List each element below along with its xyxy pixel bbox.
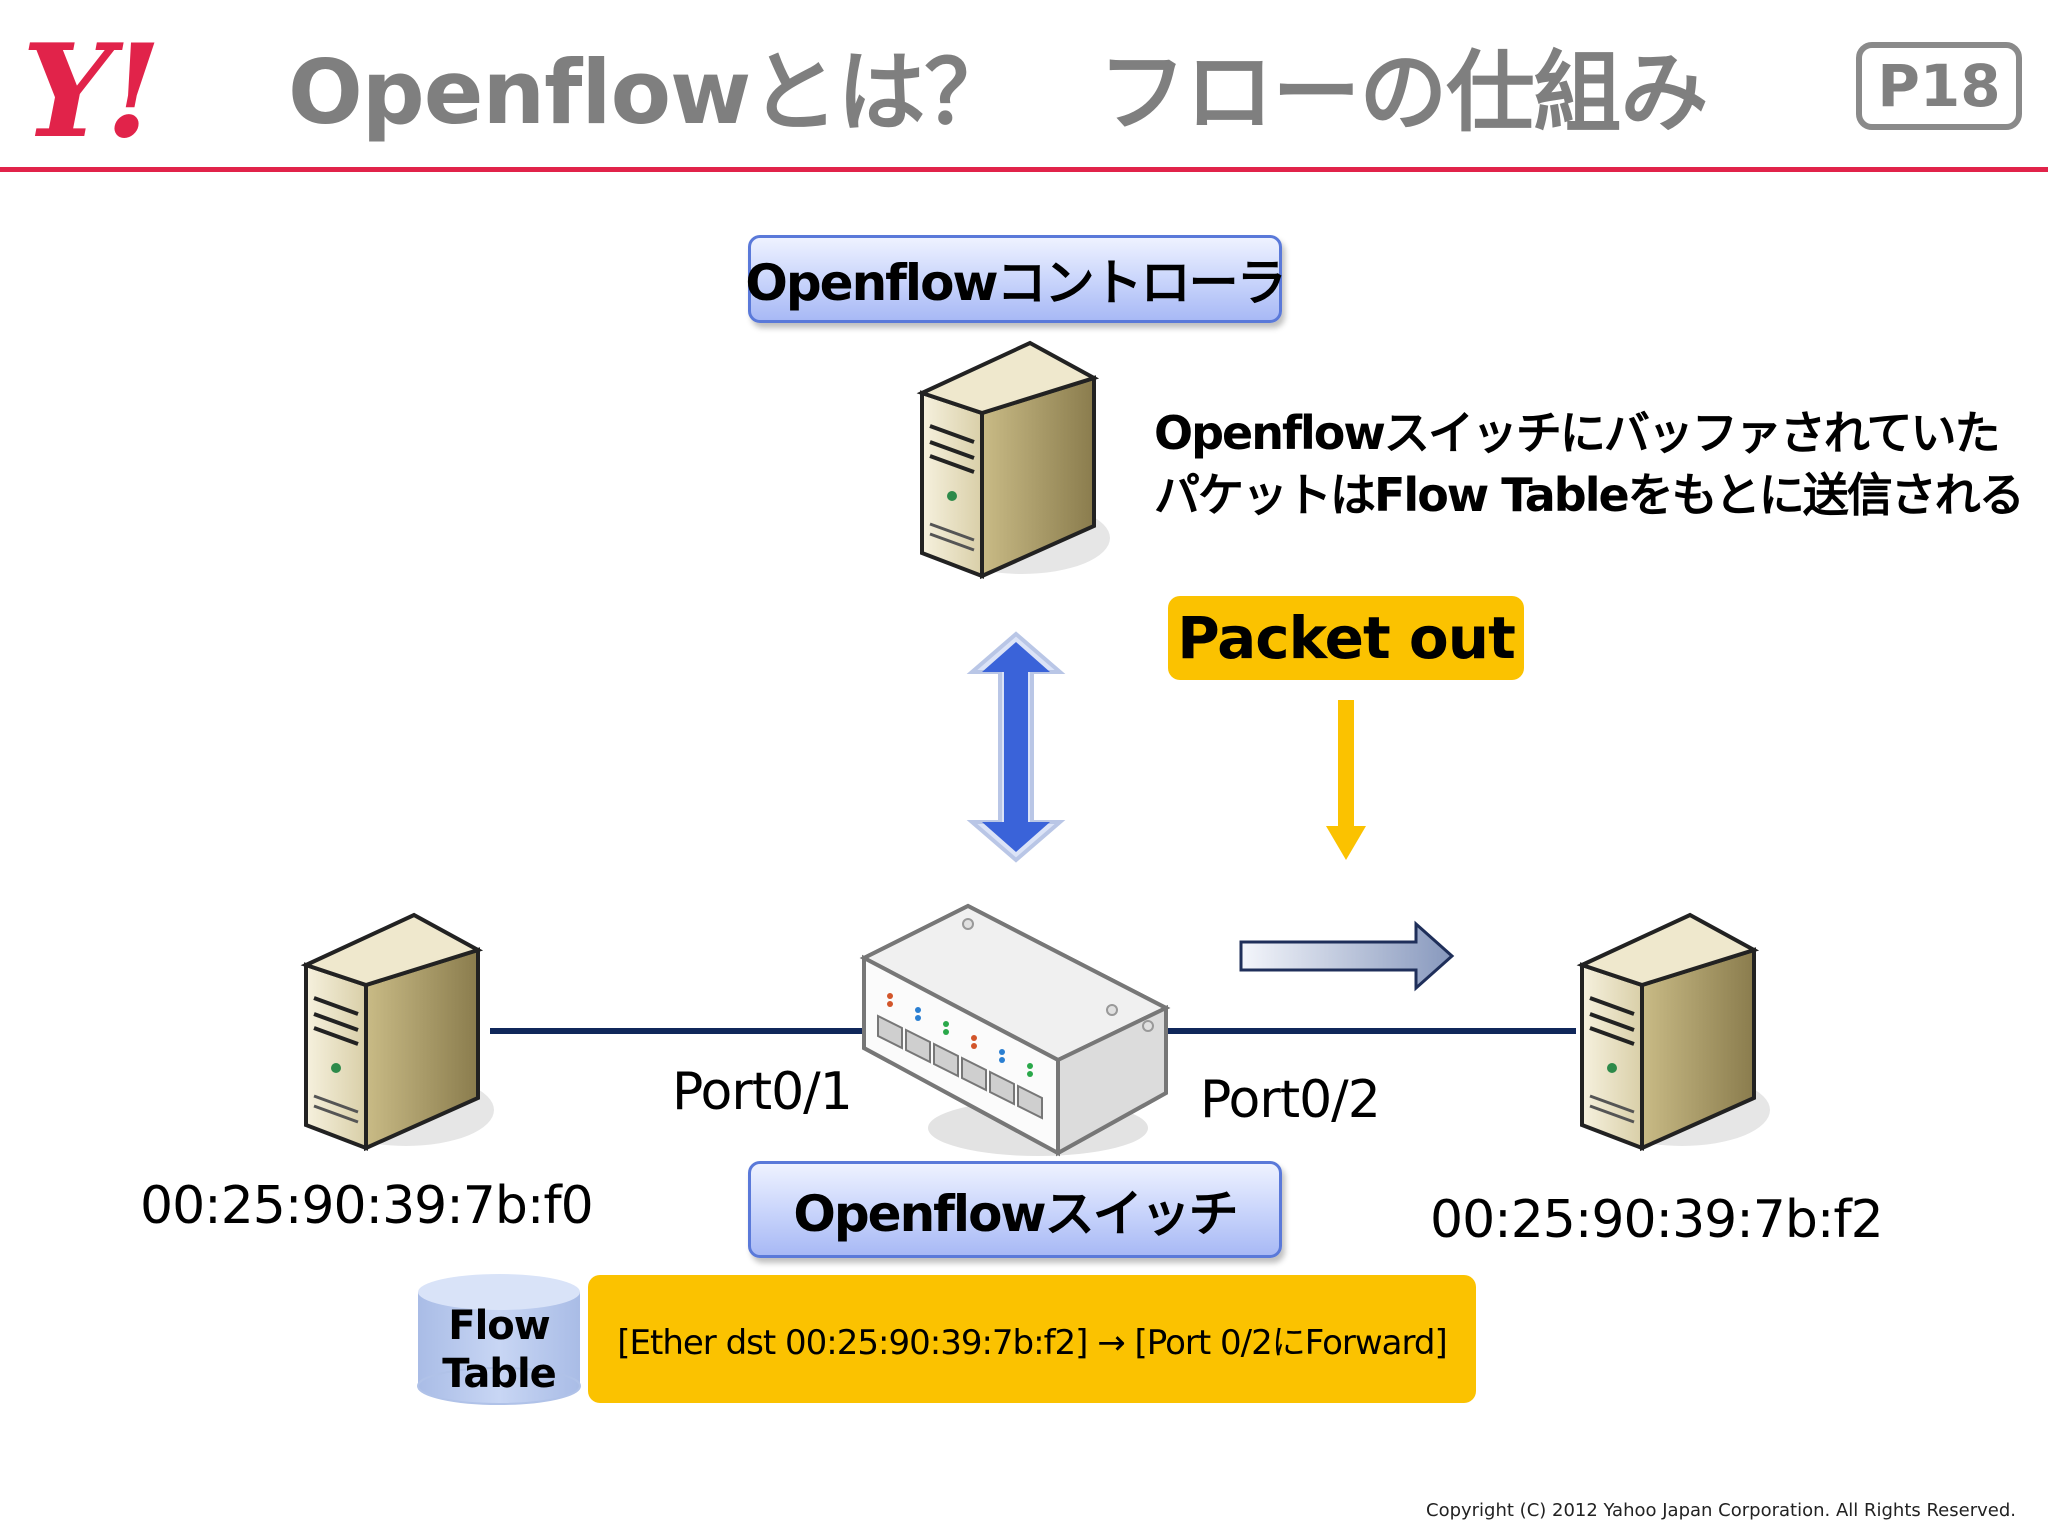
port-left-label: Port0/1: [672, 1062, 853, 1122]
packet-out-arrow-icon: [1326, 700, 1366, 860]
switch-label-box: Openflowスイッチ: [748, 1161, 1282, 1258]
page-title: Openflowとは？ フローの仕組み: [288, 41, 1708, 144]
logo-text: Y!: [22, 17, 155, 167]
host-right-mac: 00:25:90:39:7b:f2: [1430, 1190, 1884, 1250]
explanation-line-2: パケットはFlow Tableをもとに送信される: [1154, 468, 2025, 522]
flow-table-label-line-1: Flow: [448, 1303, 550, 1349]
port-right-label: Port0/2: [1200, 1070, 1381, 1130]
packet-out-label: Packet out: [1168, 596, 1524, 680]
yahoo-logo: Y!: [22, 17, 163, 167]
flow-table-label-line-2: Table: [442, 1351, 557, 1397]
host-left-mac: 00:25:90:39:7b:f0: [140, 1176, 594, 1236]
page-number-badge: P18: [1856, 42, 2022, 130]
controller-server-icon: [916, 340, 1110, 580]
header-divider: [0, 167, 2048, 172]
bidirectional-arrow-icon: [966, 631, 1066, 863]
forward-direction-arrow-icon: [1239, 920, 1455, 992]
flow-table-cylinder-icon: [417, 1274, 581, 1405]
flow-table-label: Flow Table: [418, 1302, 580, 1398]
copyright-text: Copyright (C) 2012 Yahoo Japan Corporati…: [1426, 1500, 2016, 1521]
explanation-line-1: Openflowスイッチにバッファされていた: [1154, 406, 2000, 460]
flow-entry-box: [Ether dst 00:25:90:39:7b:f2] → [Port 0/…: [588, 1275, 1476, 1403]
host-left-server-icon: [300, 912, 494, 1152]
host-right-server-icon: [1576, 912, 1770, 1152]
controller-label-box: Openflowコントローラ: [745, 235, 1287, 323]
explanation-text: Openflowスイッチにバッファされていた パケットはFlow Tableをも…: [1154, 402, 2025, 526]
openflow-switch-icon: [859, 903, 1171, 1157]
